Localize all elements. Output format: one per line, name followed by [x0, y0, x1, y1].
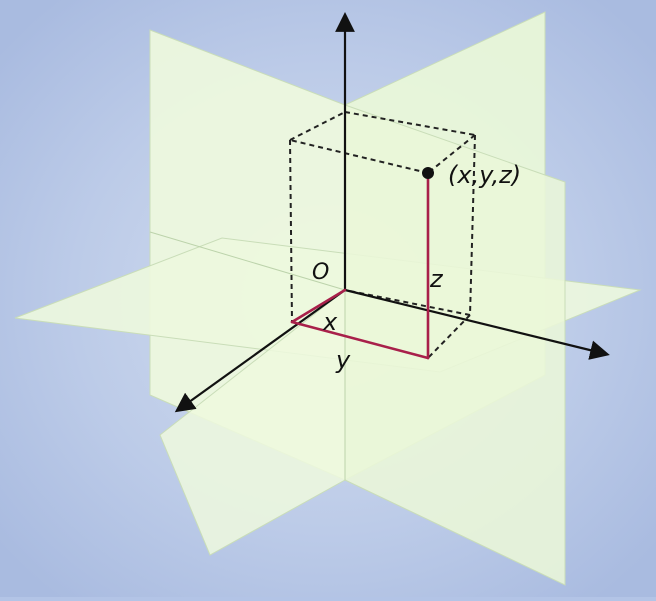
y-label: y [335, 346, 351, 374]
origin-label: O [312, 260, 329, 285]
x-axis [174, 289, 346, 413]
coordinate-path [290, 171, 430, 360]
x-segment [290, 288, 347, 324]
box-edges [289, 111, 476, 359]
point-marker [422, 167, 434, 179]
y-axis [344, 288, 610, 360]
plane-intersection-line [149, 231, 346, 291]
point-label: (x,y,z) [448, 161, 521, 189]
z-label: z [429, 265, 444, 293]
x-label: x [322, 308, 338, 336]
y-segment [290, 320, 430, 360]
